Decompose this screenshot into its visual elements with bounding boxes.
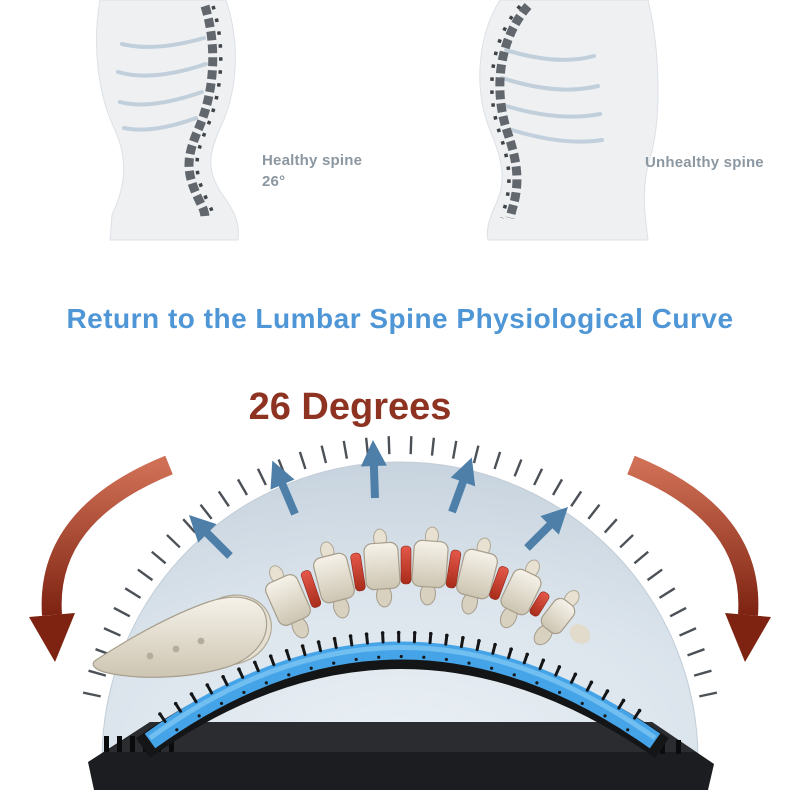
back-stretcher-device bbox=[88, 630, 714, 790]
healthy-spine-label: Healthy spine bbox=[262, 152, 363, 169]
degrees-title: 26 Degrees bbox=[248, 386, 452, 428]
vertebrae-chain bbox=[265, 526, 580, 646]
unhealthy-ribs bbox=[500, 48, 604, 144]
headline: Return to the Lumbar Spine Physiological… bbox=[66, 303, 734, 334]
healthy-spine-degree: 26° bbox=[262, 173, 286, 190]
unhealthy-spine-figure bbox=[479, 0, 659, 241]
massage-spikes bbox=[158, 630, 642, 732]
arch-blue-band bbox=[144, 641, 661, 749]
spine-model bbox=[92, 526, 591, 678]
healthy-spine-curve bbox=[184, 4, 218, 219]
red-arrow-right bbox=[627, 455, 771, 662]
unhealthy-spine-curve bbox=[495, 3, 532, 220]
protractor-ticks bbox=[82, 436, 718, 698]
healthy-ribs bbox=[116, 36, 208, 132]
sacrum-bone bbox=[92, 596, 268, 678]
healthy-spine-figure bbox=[96, 0, 239, 241]
red-arrow-left bbox=[29, 455, 173, 662]
unhealthy-spine-label: Unhealthy spine bbox=[645, 154, 764, 171]
healthy-spine-label-group: Healthy spine 26° bbox=[262, 150, 362, 192]
